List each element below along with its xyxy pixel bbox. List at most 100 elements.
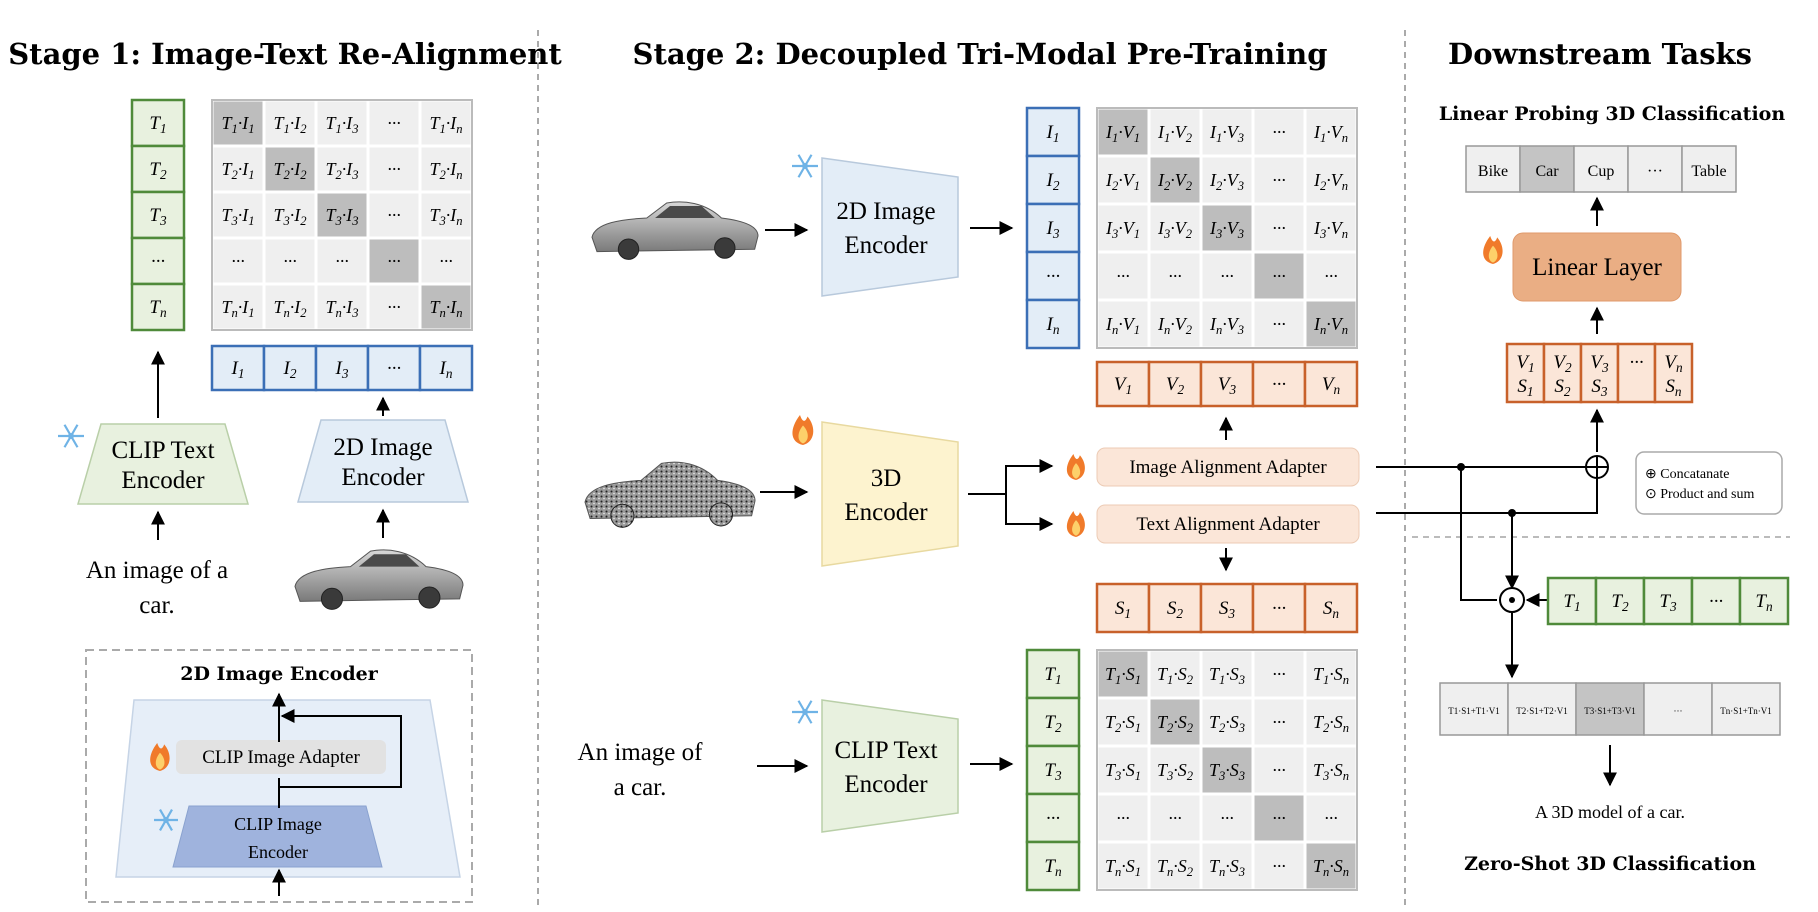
stage1-caption: An image of a bbox=[86, 557, 228, 584]
stage1-sim-matrix-cell-text: T2​·I2​ bbox=[273, 159, 307, 182]
stage1-sim-matrix-cell bbox=[421, 239, 471, 283]
stage2-iv-matrix-cell bbox=[1098, 205, 1148, 251]
stage2-iv-matrix-cell-text: ··· bbox=[1272, 218, 1286, 238]
stage1-sim-matrix-cell-text: T2​·I3​ bbox=[325, 159, 358, 182]
stage1-image-token-token: I3​ bbox=[335, 358, 349, 381]
zs-text-token-token: ··· bbox=[1709, 591, 1723, 612]
stage1-image-token-cell bbox=[210, 344, 266, 392]
stage2-text-token-cell bbox=[1025, 648, 1081, 700]
stage2-ts-matrix-cell-text: T2​·S1​ bbox=[1105, 712, 1141, 735]
stage2-ts-matrix-cell bbox=[1202, 843, 1252, 889]
stage2-s-token-cell bbox=[1303, 582, 1359, 634]
stage2-2d-image-encoder-label: 2D Image bbox=[836, 198, 935, 225]
stage1-text-token-cell bbox=[130, 190, 186, 240]
stage2-clip-text-encoder-label: CLIP Text bbox=[834, 737, 937, 764]
class-cell bbox=[1627, 145, 1683, 193]
stage2-iv-matrix-cell bbox=[1254, 205, 1304, 251]
stage1-sim-matrix-cell bbox=[421, 147, 471, 191]
stage2-text-alignment-adapter bbox=[1096, 504, 1360, 544]
stage2-text-token-token: ··· bbox=[1046, 808, 1060, 829]
concat-s-join bbox=[1585, 478, 1598, 514]
stage2-2d-image-encoder bbox=[821, 157, 959, 297]
stage2-ts-matrix-cell-text: T3​·Sn​ bbox=[1313, 760, 1349, 783]
stage1-sim-matrix-cell-text: T1​·In​ bbox=[429, 113, 462, 136]
stage1-sim-matrix-cell bbox=[369, 101, 419, 145]
stage2-text-adapter-flame-icon bbox=[1066, 511, 1085, 537]
stage2-text-snowflake-icon-core bbox=[802, 709, 808, 715]
stage1-image-token-token: In​ bbox=[439, 358, 453, 381]
stage2-iv-matrix-cell bbox=[1150, 109, 1200, 155]
stage2-v-token-cell bbox=[1251, 360, 1307, 408]
stage1-sim-matrix-cell bbox=[317, 101, 367, 145]
stage2-s-token-token: S3​ bbox=[1219, 598, 1236, 621]
stage2-text-token-cell bbox=[1025, 744, 1081, 796]
stage2-car-image bbox=[591, 201, 759, 260]
stage2-text-token-cell bbox=[1025, 696, 1081, 748]
stage2-image-token-token: ··· bbox=[1046, 266, 1060, 287]
stage2-iv-matrix-cell bbox=[1306, 205, 1356, 251]
stage1-detail-snowflake-icon bbox=[154, 809, 178, 831]
stage2-text-snowflake-icon bbox=[792, 700, 818, 724]
class-label: Cup bbox=[1588, 163, 1615, 180]
vs-token-top: V2​ bbox=[1553, 352, 1572, 375]
stage1-car-image bbox=[294, 549, 464, 610]
stage2-image-adapter-flame-icon bbox=[1066, 454, 1085, 480]
stage1-sim-matrix-cell-text: T3​·I1​ bbox=[221, 205, 254, 228]
class-cell bbox=[1465, 145, 1521, 193]
vs-cell bbox=[1505, 342, 1546, 404]
stage2-v-token-token: V2​ bbox=[1166, 374, 1185, 397]
stage2-v-token-token: V3​ bbox=[1218, 374, 1237, 397]
stage2-iv-matrix-cell-text: I3​·V2​ bbox=[1157, 218, 1193, 241]
vs-token-top: V3​ bbox=[1590, 352, 1609, 375]
stage1-clip-text-encoder bbox=[77, 423, 249, 505]
stage1-text-token-cell bbox=[130, 282, 186, 332]
stage2-iv-matrix-cell-text: I1​·V2​ bbox=[1157, 122, 1193, 145]
stage2-section: 2D ImageEncoderI1​I2​I3​···In​I1​·V1​I1​… bbox=[578, 106, 1585, 892]
stage2-ts-matrix-border bbox=[1096, 649, 1358, 891]
stage1-clip-image-adapter bbox=[176, 740, 386, 774]
class-label: Car bbox=[1535, 163, 1559, 180]
stage1-sim-matrix-cell-text: ··· bbox=[387, 113, 401, 133]
stage2-3d-encoder bbox=[821, 421, 959, 567]
stage1-caption: car. bbox=[139, 592, 174, 619]
stage2-point-cloud bbox=[584, 461, 756, 528]
stage2-ts-matrix-cell bbox=[1098, 747, 1148, 793]
stage2-iv-matrix-border bbox=[1096, 107, 1358, 349]
stage2-image-adapter-label: Image Alignment Adapter bbox=[1129, 457, 1327, 478]
stage2-ts-matrix-cell-text: ··· bbox=[1324, 808, 1338, 828]
legend-item: ⊕ Concatanate bbox=[1645, 467, 1729, 482]
stage1-sim-matrix-cell-text: ··· bbox=[231, 251, 245, 271]
stage2-ts-matrix-cell bbox=[1202, 699, 1252, 745]
stage1-section: T1​T2​T3​···Tn​T1​·I1​T1​·I2​T1​·I3​···T… bbox=[58, 98, 474, 903]
stage1-sim-matrix-cell-text: ··· bbox=[439, 251, 453, 271]
zs-v-line bbox=[1460, 467, 1497, 601]
stage2-ts-matrix-cell-text: ··· bbox=[1168, 808, 1182, 828]
stage1-sim-matrix-cell bbox=[369, 147, 419, 191]
stage2-text-token-cell bbox=[1025, 840, 1081, 892]
stage1-text-token-cell bbox=[130, 144, 186, 194]
stage1-sim-matrix-cell bbox=[317, 285, 367, 329]
stage2-s-token-cell bbox=[1199, 582, 1255, 634]
stage2-iv-matrix-cell bbox=[1306, 109, 1356, 155]
stage2-point-cloud-wheel bbox=[610, 503, 635, 528]
stage1-car-image-window bbox=[358, 554, 420, 567]
stage2-ts-matrix-cell-text: T2​·S2​ bbox=[1157, 712, 1194, 735]
stage2-iv-matrix-cell-text: In​·V2​ bbox=[1157, 314, 1193, 337]
stage1-2d-image-encoder-label: Encoder bbox=[341, 464, 425, 491]
stage2-ts-matrix-cell bbox=[1150, 651, 1200, 697]
stage2-iv-matrix-cell-text: I2​·V2​ bbox=[1157, 170, 1193, 193]
stage2-v-token-cell bbox=[1303, 360, 1359, 408]
stage2-image-token-cell bbox=[1025, 202, 1081, 254]
vs-token-bottom: S2​ bbox=[1554, 376, 1571, 399]
stage2-iv-matrix-cell bbox=[1306, 301, 1356, 347]
stage2-ts-matrix-cell bbox=[1202, 651, 1252, 697]
stage1-sim-matrix-cell bbox=[265, 147, 315, 191]
stage1-sim-matrix-cell bbox=[369, 285, 419, 329]
stage2-2d-image-encoder-label: Encoder bbox=[844, 232, 928, 259]
stage1-sim-matrix-cell-text: T1​·I1​ bbox=[221, 113, 254, 136]
stage1-sim-matrix-cell-text: ··· bbox=[387, 297, 401, 317]
stage1-title: Stage 1: Image-Text Re-Alignment bbox=[8, 37, 562, 71]
stage2-image-token-token: I3​ bbox=[1046, 218, 1060, 241]
stage2-ts-matrix-cell bbox=[1202, 747, 1252, 793]
